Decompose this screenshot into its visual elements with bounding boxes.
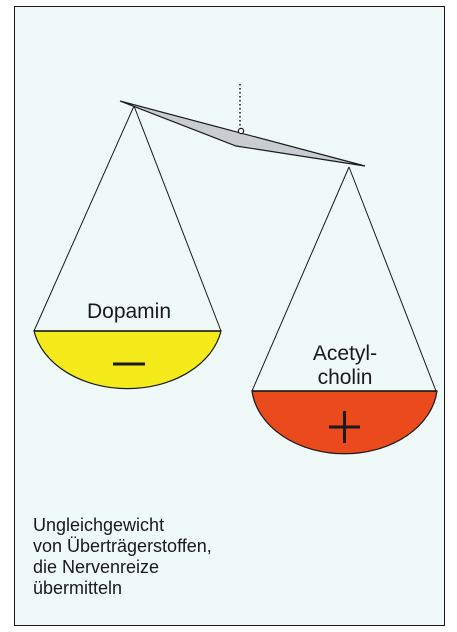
caption: Ungleichgewicht von Überträgerstoffen, d… xyxy=(33,515,333,599)
left-string-1 xyxy=(34,106,134,331)
pivot-point xyxy=(238,128,243,133)
caption-line-1: Ungleichgewicht xyxy=(33,515,333,536)
right-pan-label-line1: Acetyl- xyxy=(300,342,390,366)
right-pan-label-line2: cholin xyxy=(300,366,390,390)
left-string-2 xyxy=(134,106,221,331)
left-pan-label: Dopamin xyxy=(84,300,174,324)
caption-line-2: von Überträgerstoffen, xyxy=(33,536,333,557)
caption-line-4: übermitteln xyxy=(33,578,333,599)
left-pan-bowl xyxy=(34,331,221,389)
caption-line-3: die Nervenreize xyxy=(33,557,333,578)
